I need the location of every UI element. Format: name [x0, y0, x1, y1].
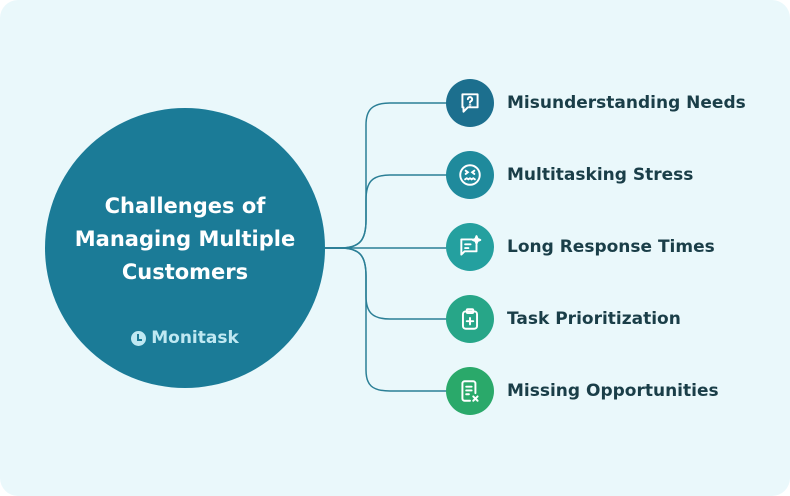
title-line: Managing Multiple — [74, 227, 296, 251]
challenge-label: Long Response Times — [507, 237, 715, 257]
connector-line — [325, 174, 450, 249]
central-title: Challenges of Managing Multiple Customer… — [45, 190, 325, 289]
clock-logo-icon — [131, 330, 147, 346]
central-topic: Challenges of Managing Multiple Customer… — [45, 108, 325, 388]
connector-line — [325, 247, 450, 392]
challenge-label: Misunderstanding Needs — [507, 93, 746, 113]
challenge-item: Misunderstanding Needs — [446, 79, 746, 127]
document-x-icon — [446, 367, 494, 415]
title-line: Customers — [121, 260, 249, 284]
message-sparkle-icon — [446, 223, 494, 271]
question-chat-icon — [446, 79, 494, 127]
challenge-item: Long Response Times — [446, 223, 715, 271]
challenge-label: Missing Opportunities — [507, 381, 719, 401]
stressed-face-icon — [446, 151, 494, 199]
brand-logo: Monitask — [45, 328, 325, 348]
challenge-item: Multitasking Stress — [446, 151, 693, 199]
title-line: Challenges of — [104, 194, 266, 218]
challenge-label: Task Prioritization — [507, 309, 681, 329]
connector-line — [325, 247, 450, 320]
challenge-item: Task Prioritization — [446, 295, 681, 343]
challenge-label: Multitasking Stress — [507, 165, 694, 185]
clipboard-plus-icon — [446, 295, 494, 343]
brand-name: Monitask — [151, 328, 239, 348]
challenge-item: Missing Opportunities — [446, 367, 719, 415]
